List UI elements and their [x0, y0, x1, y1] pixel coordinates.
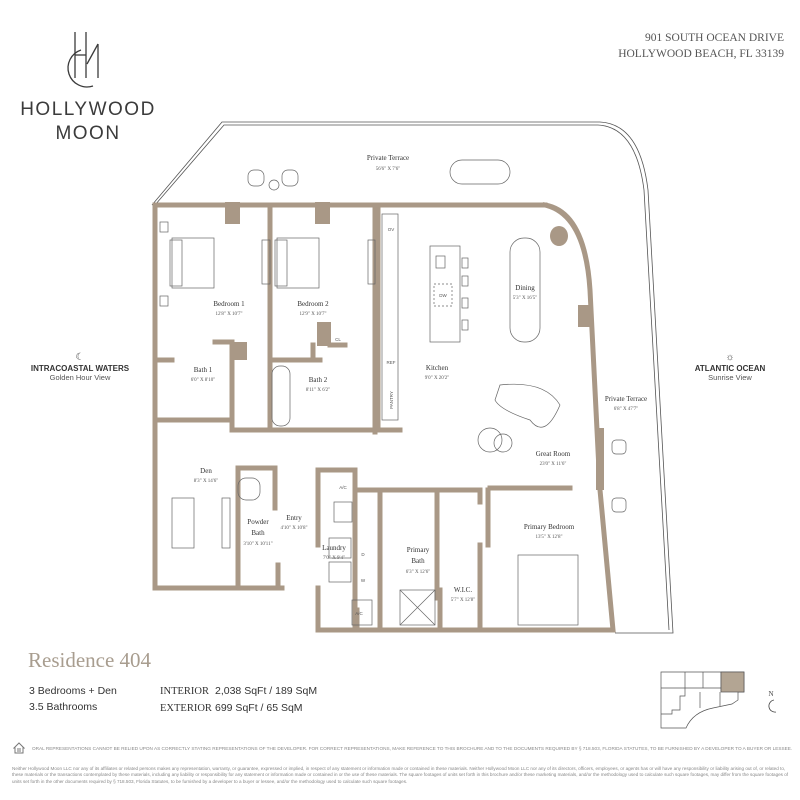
dishwasher-label: DW [439, 293, 447, 298]
room-wic-dims: 5'7" X 12'8" [451, 598, 476, 603]
room-powder-bath-dims: 3'10" X 10'11" [243, 542, 272, 547]
room-bath2-name: Bath 2 [309, 376, 328, 384]
ac-label-1: A/C [339, 485, 347, 490]
refrigerator-label: REF [387, 360, 396, 365]
room-laundry-name: Laundry [322, 544, 346, 552]
oven-label: OV [388, 227, 395, 232]
pantry-label: PANTRY [389, 391, 394, 409]
room-den-name: Den [200, 467, 212, 475]
ac-label-2: A/C [355, 611, 363, 616]
exterior-value: 699 SqFt / 65 SqM [215, 702, 303, 714]
interior-value: 2,038 SqFt / 189 SqM [215, 685, 318, 697]
brand-name-line1: HOLLYWOOD [20, 99, 156, 120]
bathrooms-count: 3.5 Bathrooms [29, 701, 98, 713]
sun-icon: ☼ [725, 352, 735, 363]
room-great-room-dims: 23'0" X 11'6" [540, 462, 567, 467]
exterior-label: EXTERIOR [160, 703, 212, 714]
closet-label: CL [335, 337, 341, 342]
room-primary-bedroom-name: Primary Bedroom [524, 523, 575, 531]
dryer-label: D [361, 552, 365, 557]
equal-housing-icon [13, 742, 25, 754]
wall-columns [225, 202, 604, 490]
room-bath2-dims: 8'11" X 6'2" [306, 388, 330, 393]
room-bedroom1-name: Bedroom 1 [213, 300, 245, 308]
room-kitchen-name: Kitchen [426, 364, 449, 372]
room-terrace-top-name: Private Terrace [367, 154, 409, 162]
view-east-title: ATLANTIC OCEAN [694, 364, 766, 373]
north-label: N [768, 690, 773, 698]
room-dining-name: Dining [515, 284, 535, 292]
brand-name-line2: MOON [55, 123, 121, 144]
room-bath1-dims: 6'0" X 8'10" [191, 378, 216, 383]
room-primary-bath-name1: Primary [407, 546, 430, 554]
room-terrace-east-name: Private Terrace [605, 395, 647, 403]
view-east-subtitle: Sunrise View [708, 373, 752, 382]
room-primary-bath-dims: 6'3" X 12'6" [406, 570, 431, 575]
room-great-room-name: Great Room [536, 450, 571, 458]
key-plan: N [660, 671, 777, 729]
disclaimer-body: Neither Hollywood Moon LLC nor any of it… [12, 766, 789, 784]
room-powder-bath-name2: Bath [251, 529, 265, 537]
furniture [159, 159, 627, 626]
room-bedroom1-dims: 12'8" X 10'7" [216, 312, 243, 317]
room-bedroom2-name: Bedroom 2 [297, 300, 329, 308]
washer-label: W [361, 578, 366, 583]
address-line2: HOLLYWOOD BEACH, FL 33139 [618, 48, 784, 60]
room-primary-bedroom-dims: 13'5" X 12'8" [536, 535, 563, 540]
walls [152, 202, 616, 633]
room-terrace-top-dims: 56'6" X 7'6" [376, 167, 401, 172]
disclaimer-line1: ORAL REPRESENTATIONS CANNOT BE RELIED UP… [32, 746, 793, 751]
room-entry-name: Entry [286, 514, 302, 522]
view-east: ☼ ATLANTIC OCEAN Sunrise View [660, 352, 800, 382]
crescent-moon-icon: ☾ [75, 352, 85, 363]
address: 901 SOUTH OCEAN DRIVE HOLLYWOOD BEACH, F… [618, 30, 784, 62]
north-arrow-icon [768, 699, 777, 713]
view-west-subtitle: Golden Hour View [49, 373, 111, 382]
room-dining-dims: 5'3" X 16'5" [513, 296, 538, 301]
view-west: ☾ INTRACOASTAL WATERS Golden Hour View [0, 352, 160, 382]
room-laundry-dims: 7'0" X 9'4" [323, 556, 345, 561]
room-wic-name: W.I.C. [454, 586, 472, 594]
brand-wordmark: HOLLYWOOD MOON [18, 98, 158, 146]
logo-monogram [67, 32, 99, 88]
residence-title: Residence 404 [28, 648, 152, 672]
room-terrace-east-dims: 6'8" X 47'7" [614, 407, 639, 412]
room-primary-bath-name2: Bath [411, 557, 425, 565]
room-powder-bath-name1: Powder [247, 518, 269, 526]
room-den-dims: 8'3" X 14'6" [194, 479, 219, 484]
key-plan-highlight [720, 671, 745, 693]
room-kitchen-dims: 9'0" X 20'2" [425, 376, 450, 381]
room-entry-dims: 4'10" X 10'8" [281, 526, 308, 531]
room-bedroom2-dims: 12'9" X 10'7" [300, 312, 327, 317]
room-bath1-name: Bath 1 [194, 366, 213, 374]
address-line1: 901 SOUTH OCEAN DRIVE [645, 32, 784, 44]
residence-rooms: 3 Bedrooms + Den 3.5 Bathrooms [29, 683, 117, 715]
view-west-title: INTRACOASTAL WATERS [30, 364, 130, 373]
terrace-outline [151, 121, 674, 634]
bedrooms-count: 3 Bedrooms + Den [29, 685, 117, 697]
interior-label: INTERIOR [160, 686, 209, 697]
